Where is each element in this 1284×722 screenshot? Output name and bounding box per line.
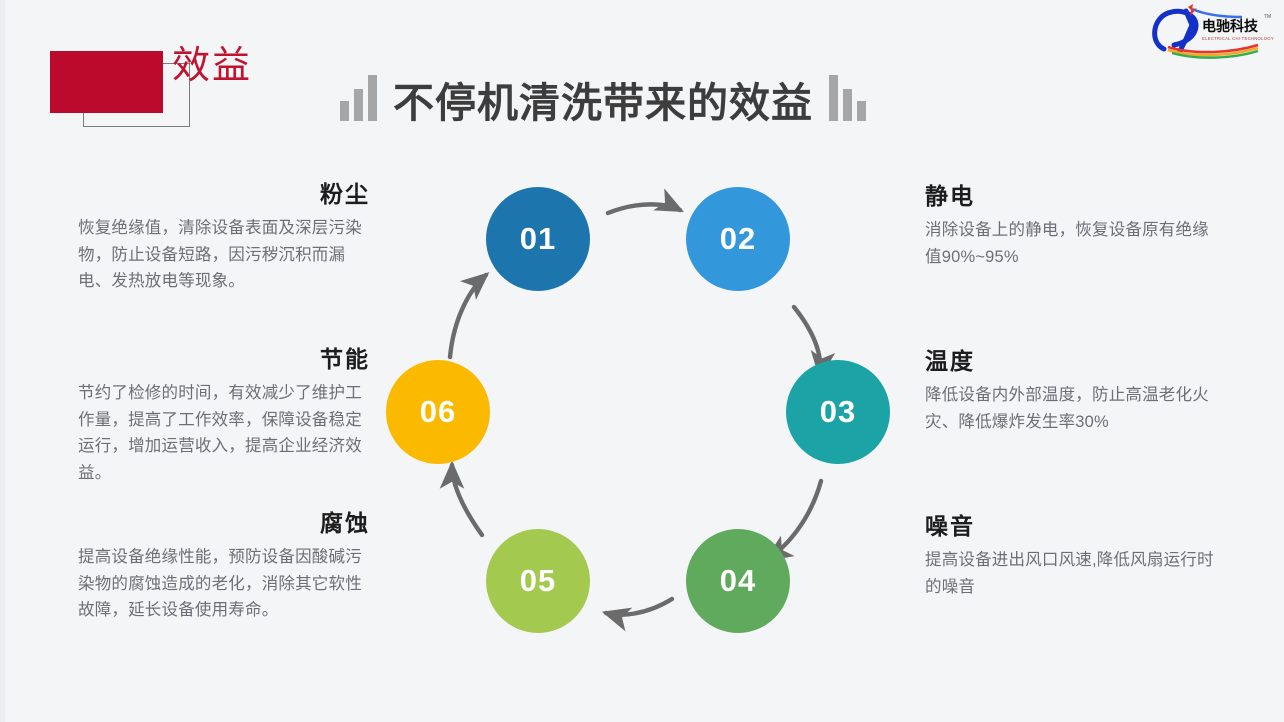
- logo-artwork: 电驰科技 ELECTRICAL CHI TECHNOLOGY TM: [1152, 4, 1274, 59]
- benefit-body-dust: 恢复绝缘值，清除设备表面及深层污染物，防止设备短路，因污秽沉积而漏电、发热放电等…: [78, 219, 362, 291]
- benefit-block-noise: 噪音 提高设备进出风口风速,降低风扇运行时的噪音: [925, 515, 1217, 600]
- left-edge-strip: [0, 0, 5, 722]
- cycle-node-06[interactable]: 06: [386, 360, 490, 464]
- company-logo: 电驰科技 ELECTRICAL CHI TECHNOLOGY TM: [1146, 3, 1278, 59]
- bar-chart-descending-icon: [829, 75, 866, 121]
- section-tag-label: 效益: [172, 45, 253, 87]
- benefit-title-temperature: 温度: [925, 348, 975, 374]
- benefit-block-dust: 粉尘 恢复绝缘值，清除设备表面及深层污染物，防止设备短路，因污秽沉积而漏电、发热…: [78, 183, 370, 295]
- arrow-05-to-06: [439, 460, 485, 538]
- cycle-diagram: 01 02 03 04 05 06: [370, 165, 910, 665]
- benefit-body-temperature: 降低设备内外部温度，防止高温老化火灾、降低爆炸发生率30%: [925, 386, 1209, 431]
- cycle-node-04[interactable]: 04: [686, 529, 790, 633]
- benefit-title-dust: 粉尘: [320, 181, 370, 207]
- benefit-body-static: 消除设备上的静电，恢复设备原有绝缘值90%~95%: [925, 221, 1209, 266]
- benefit-block-energy: 节能 节约了检修的时间，有效减少了维护工作量，提高了工作效率，保障设备稳定运行，…: [78, 348, 370, 487]
- arrow-01-to-02: [605, 188, 684, 216]
- cycle-node-01[interactable]: 01: [486, 187, 590, 291]
- page-title: 不停机清洗带来的效益: [393, 80, 813, 126]
- benefit-body-energy: 节约了检修的时间，有效减少了维护工作量，提高了工作效率，保障设备稳定运行，增加运…: [78, 384, 362, 483]
- cycle-node-05[interactable]: 05: [486, 529, 590, 633]
- logo-brand-cn: 电驰科技: [1202, 18, 1259, 34]
- benefit-body-noise: 提高设备进出风口风速,降低风扇运行时的噪音: [925, 551, 1214, 596]
- arrow-06-to-01: [447, 272, 490, 360]
- tag-red-square: [50, 51, 163, 113]
- benefit-body-corrosion: 提高设备绝缘性能，预防设备因酸碱污染物的腐蚀造成的老化，消除其它软性故障，延长设…: [78, 548, 362, 620]
- benefit-title-corrosion: 腐蚀: [320, 510, 370, 536]
- cycle-node-02[interactable]: 02: [686, 187, 790, 291]
- bar-chart-ascending-icon: [340, 75, 377, 121]
- benefit-title-noise: 噪音: [925, 513, 975, 539]
- logo-brand-en: ELECTRICAL CHI TECHNOLOGY: [1202, 36, 1274, 41]
- benefit-title-energy: 节能: [320, 346, 370, 372]
- benefit-block-corrosion: 腐蚀 提高设备绝缘性能，预防设备因酸碱污染物的腐蚀造成的老化，消除其它软性故障，…: [78, 512, 370, 624]
- benefit-block-static: 静电 消除设备上的静电，恢复设备原有绝缘值90%~95%: [925, 185, 1217, 270]
- section-tag: [50, 43, 210, 127]
- logo-trademark: TM: [1264, 14, 1271, 20]
- arrow-04-to-05: [601, 596, 675, 632]
- benefit-title-static: 静电: [925, 183, 975, 209]
- cycle-node-03[interactable]: 03: [786, 360, 890, 464]
- benefit-block-temperature: 温度 降低设备内外部温度，防止高温老化火灾、降低爆炸发生率30%: [925, 350, 1217, 435]
- page-title-block: 不停机清洗带来的效益: [340, 60, 866, 128]
